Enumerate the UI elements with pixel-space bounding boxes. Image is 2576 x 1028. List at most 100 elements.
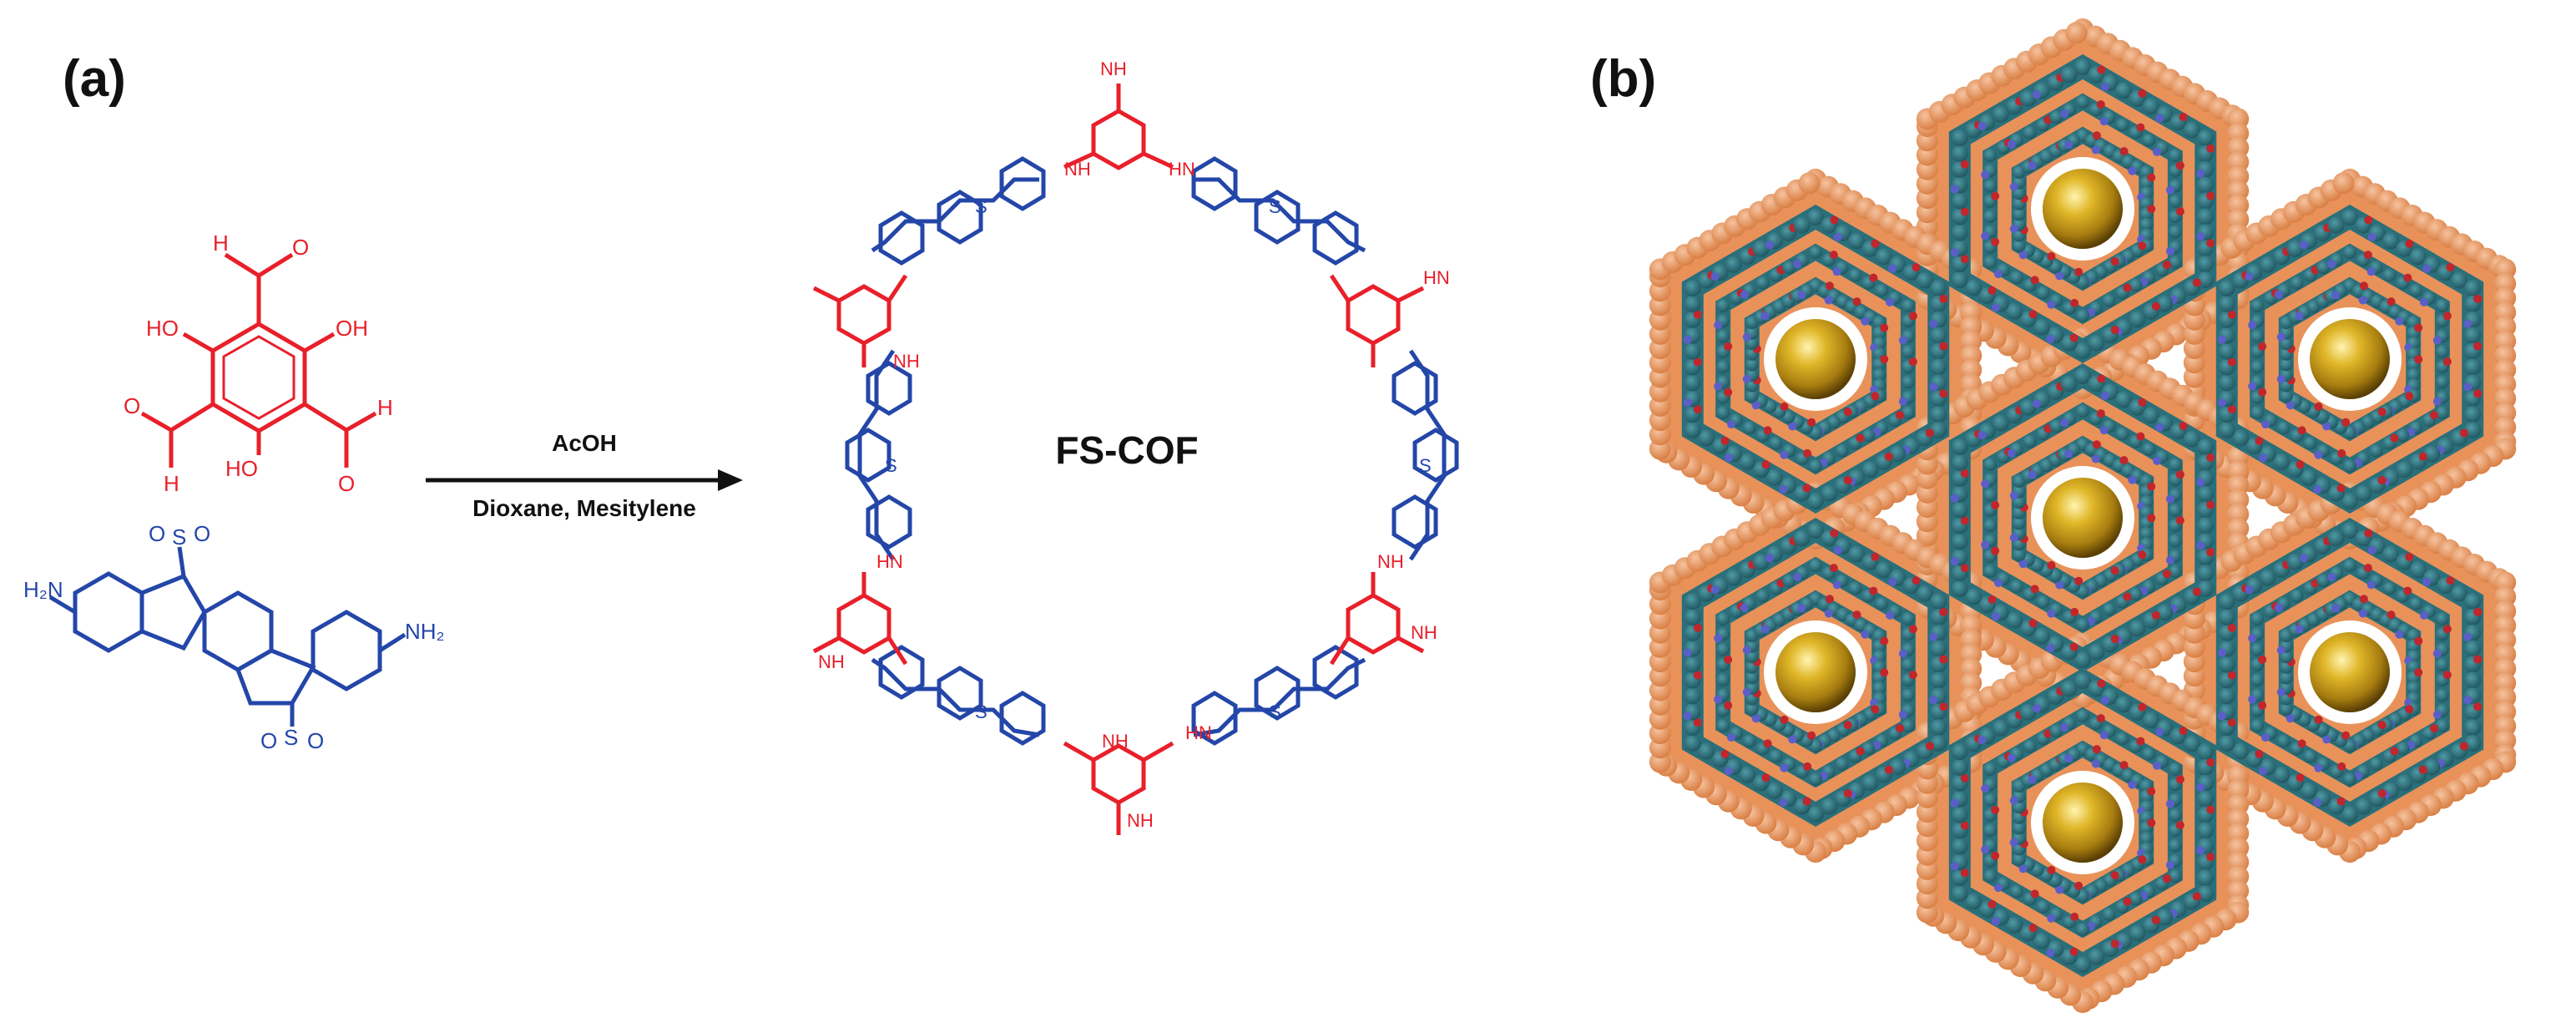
oxygen-atom (2206, 500, 2215, 509)
nitrogen-atom (2276, 332, 2286, 342)
oxygen-atom (1724, 342, 1733, 351)
framework-atom (2435, 688, 2449, 702)
framework-atom (1951, 533, 1968, 550)
oxygen-atom (2192, 278, 2201, 287)
framework-atom (1930, 593, 1947, 610)
oxygen-atom (2258, 655, 2267, 664)
nitrogen-atom (2432, 336, 2442, 345)
framework-atom (1861, 461, 1879, 479)
oxygen-atom (2110, 871, 2119, 880)
nitrogen-atom (2060, 723, 2069, 732)
framework-atom (2250, 642, 2265, 656)
framework-atom (2168, 869, 2182, 883)
framework-atom (2435, 612, 2449, 625)
oxygen-atom (2138, 241, 2147, 251)
oxygen-atom (1825, 281, 1834, 291)
framework-nh-top: NH (1100, 58, 1127, 79)
oxygen-atom (2028, 924, 2038, 933)
framework-hn-left-lower: HN (876, 551, 903, 572)
nitrogen-atom (1751, 401, 1760, 410)
oxygen-atom (1724, 655, 1733, 664)
nitrogen-atom (2367, 545, 2376, 555)
oxygen-atom (2179, 422, 2188, 431)
nitrogen-atom (2463, 632, 2472, 641)
nitrogen-atom (1683, 335, 1692, 344)
framework-atom (2197, 580, 2215, 597)
nitrogen-atom (2046, 949, 2055, 958)
framework-atom (1872, 681, 1887, 695)
oxygen-atom (2110, 939, 2119, 949)
framework-atom (2142, 747, 2156, 761)
nitrogen-atom (2153, 147, 2162, 156)
oxygen-atom (2403, 586, 2412, 595)
oxygen-atom (2314, 402, 2323, 411)
nitrogen-atom (2217, 648, 2226, 657)
framework-atom (2343, 246, 2356, 259)
framework-atom (2369, 443, 2383, 458)
oxygen-atom (1761, 460, 1770, 469)
nitrogen-atom (2046, 335, 2055, 344)
oxygen-atom (2341, 418, 2351, 427)
oxygen-atom (1720, 749, 1730, 758)
nitrogen-atom (2258, 453, 2267, 463)
oxygen-atom (1908, 671, 1917, 680)
framework-nh-right-bottom: NH (1411, 622, 1437, 643)
nitrogen-atom (1751, 714, 1760, 723)
oxygen-atom (2147, 818, 2156, 828)
oxygen-atom (2473, 389, 2483, 398)
nitrogen-atom (2248, 321, 2257, 330)
nitrogen-atom (1742, 646, 1751, 655)
framework-atom (2396, 774, 2413, 792)
oxygen-atom (2096, 409, 2105, 418)
framework-atom (2409, 596, 2423, 610)
oxygen-atom (1991, 546, 2000, 555)
oxygen-atom (2473, 342, 2483, 351)
panel-b: (b) (1590, 18, 2517, 1013)
framework-atom (2343, 459, 2356, 473)
nitrogen-atom (2064, 449, 2073, 458)
framework-atom (2076, 404, 2089, 418)
oxygen-atom (1871, 239, 1880, 248)
framework-atom (2396, 461, 2413, 479)
nitrogen-atom (2463, 696, 2472, 705)
framework-atom (1739, 453, 1756, 470)
oxygen-atom (2110, 257, 2119, 266)
oxygen-atom (2074, 267, 2084, 276)
nitrogen-atom (1683, 648, 1692, 657)
nitrogen-atom (1797, 604, 1806, 613)
framework-atom (2250, 612, 2265, 625)
amine-monomer (48, 546, 407, 727)
framework-atom (2218, 280, 2235, 296)
oxygen-atom (2359, 281, 2368, 291)
oxygen-atom (1802, 484, 1811, 493)
nitrogen-atom (2358, 609, 2367, 618)
framework-atom (2009, 271, 2023, 285)
nitrogen-atom (1981, 170, 1990, 180)
framework-hn-bottom: HN (1185, 722, 1212, 743)
nitrogen-atom (2422, 264, 2432, 273)
framework-atom (2250, 673, 2265, 687)
nitrogen-atom (1861, 630, 1870, 639)
oxygen-atom (2227, 623, 2236, 632)
framework-s-3: S (885, 455, 897, 476)
nitrogen-atom (2432, 397, 2442, 406)
oxygen-atom (2227, 671, 2236, 680)
oxygen-atom (2206, 548, 2215, 557)
framework-atom (2115, 427, 2129, 441)
framework-atom (2019, 703, 2037, 721)
oxygen-atom (2227, 718, 2236, 727)
framework-atom (2049, 419, 2063, 433)
nitrogen-atom (1898, 336, 1907, 345)
nitrogen-atom (2248, 695, 2257, 704)
amine-sulfone-o1-top: O (149, 521, 165, 546)
nitrogen-atom (2032, 399, 2041, 408)
nitrogen-atom (2155, 423, 2164, 432)
oxygen-atom (2070, 912, 2079, 921)
framework-atom (2197, 869, 2215, 887)
framework-atom (2168, 534, 2182, 548)
oxygen-atom (1852, 610, 1861, 620)
framework-atom (2012, 853, 2026, 866)
nitrogen-atom (1929, 382, 1938, 392)
oxygen-atom (2179, 727, 2188, 736)
